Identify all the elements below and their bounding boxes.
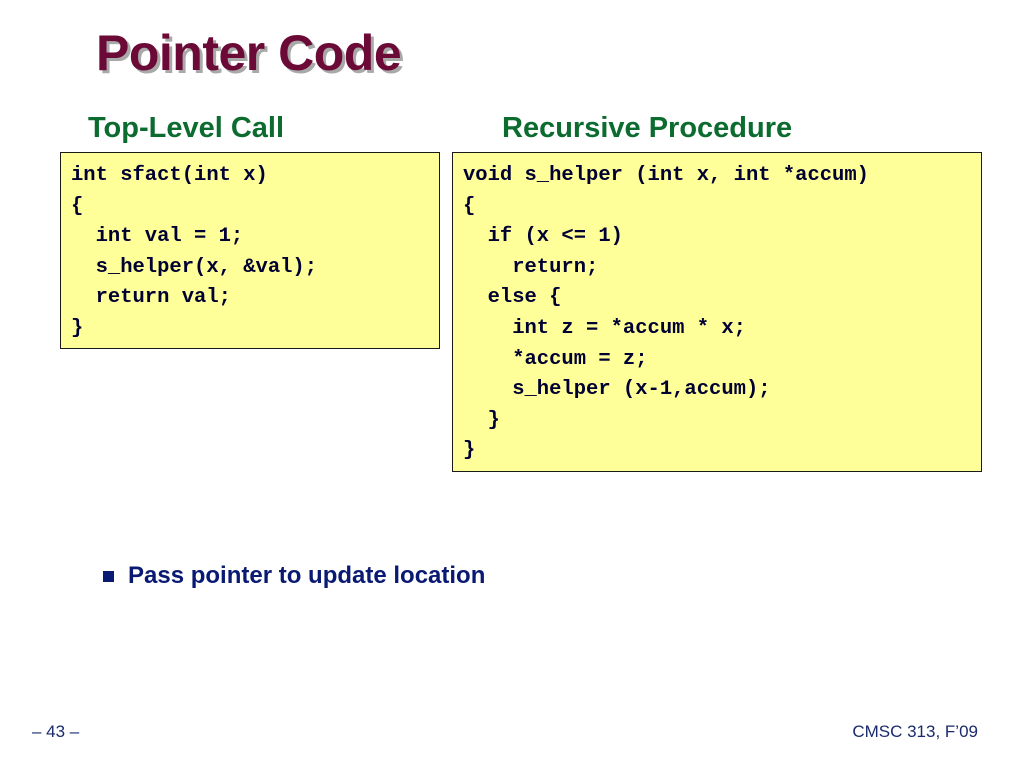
code-line: return; [463, 255, 599, 279]
code-line: s_helper (x-1,accum); [463, 378, 771, 402]
code-line: s_helper(x, &val); [71, 255, 318, 279]
code-line: int sfact(int x) [71, 164, 268, 187]
square-bullet-icon [103, 570, 114, 582]
code-line: int val = 1; [71, 225, 244, 249]
recursive-procedure-heading: Recursive Procedure [502, 112, 793, 144]
code-line: { [463, 194, 476, 218]
recursive-procedure-code-box: void s_helper (int x, int *accum) { if (… [452, 152, 982, 472]
code-line: if (x <= 1) [463, 225, 623, 249]
slide-title: Pointer Code [96, 25, 402, 81]
code-line: int z = *accum * x; [463, 316, 746, 340]
top-level-call-heading: Top-Level Call [88, 112, 285, 144]
code-line: else { [463, 286, 562, 310]
code-line: } [463, 408, 500, 432]
code-line: return val; [71, 286, 231, 310]
code-line: void s_helper (int x, int *accum) [463, 164, 869, 187]
bullet-item: Pass pointer to update location [103, 562, 485, 590]
bullet-text: Pass pointer to update location [128, 562, 486, 589]
code-line: { [71, 194, 84, 218]
course-label: CMSC 313, F’09 [852, 722, 978, 741]
code-line: } [71, 316, 84, 340]
top-level-call-code-box: int sfact(int x) { int val = 1; s_helper… [60, 152, 440, 349]
code-line: } [463, 439, 476, 463]
code-line: *accum = z; [463, 347, 648, 371]
page-number: – 43 – [32, 722, 80, 741]
